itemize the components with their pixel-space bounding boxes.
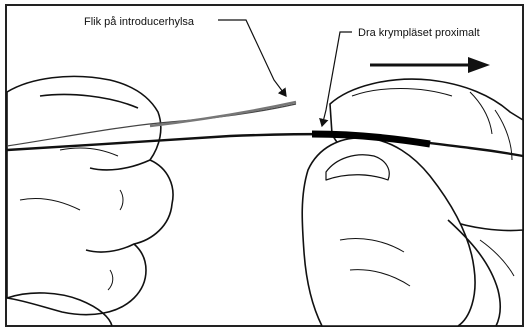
left-hand: [7, 76, 173, 326]
arrow-right-icon: [370, 57, 490, 73]
introducer-tab-highlight: [150, 102, 296, 126]
tab-leader-line: [218, 20, 286, 96]
shrink-sleeve-label: Dra krympläset proximalt: [358, 27, 480, 39]
right-hand: [302, 79, 523, 326]
introducer-tab-label: Flik på introducerhylsa: [84, 16, 194, 28]
